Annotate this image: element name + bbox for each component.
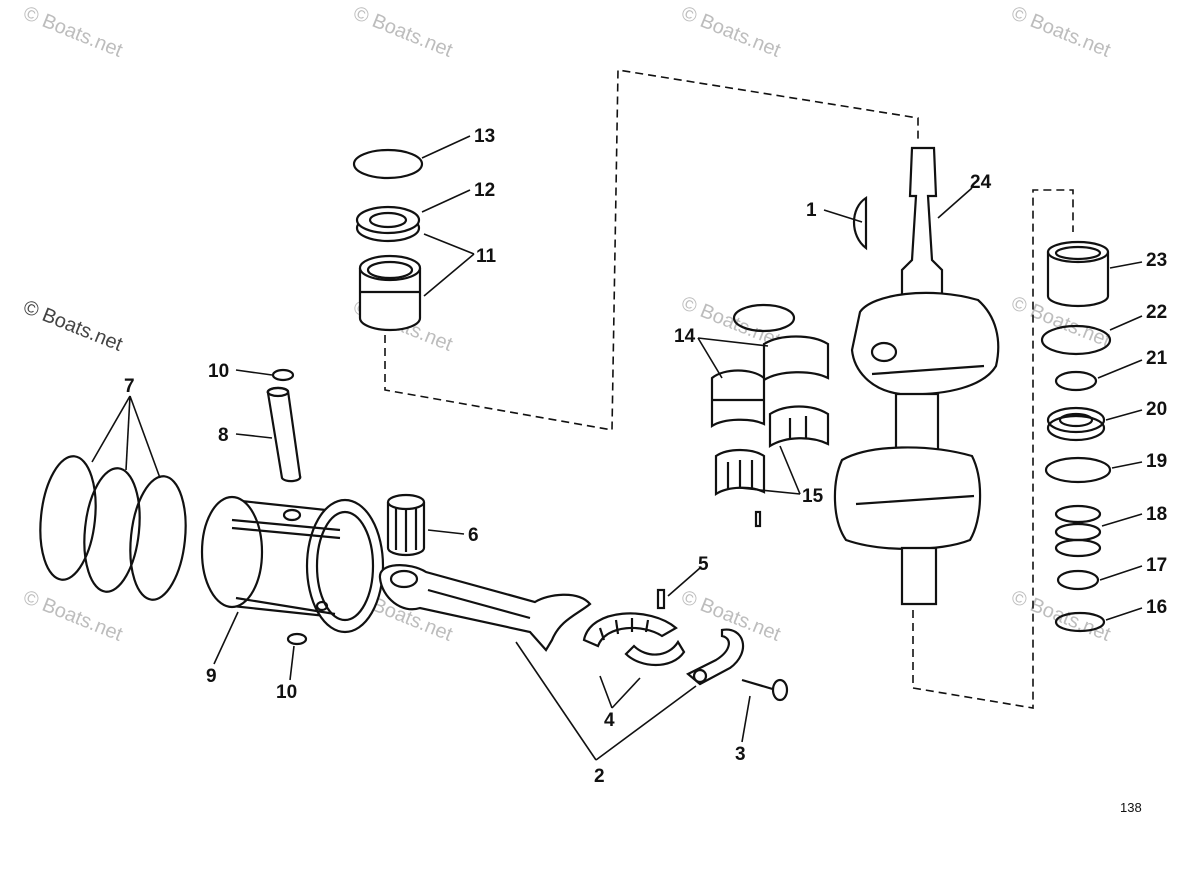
watermark: © Boats.net xyxy=(20,2,126,62)
part-16-retaining-ring xyxy=(1054,611,1106,633)
part-2-connecting-rod xyxy=(378,564,592,652)
callout-3: 3 xyxy=(735,744,746,765)
callout-24: 24 xyxy=(970,172,992,193)
callout-21: 21 xyxy=(1146,348,1168,369)
watermark: © Boats.net xyxy=(20,296,126,356)
callout-15: 15 xyxy=(802,486,824,507)
part-15-roller-bearing-lower xyxy=(714,405,830,528)
callout-9: 9 xyxy=(206,666,217,687)
leader-lines xyxy=(91,135,1143,761)
part-1-woodruff-key xyxy=(853,196,868,251)
part-2-rod-cap xyxy=(686,628,745,686)
callout-23: 23 xyxy=(1146,250,1167,271)
part-11-ball-bearing xyxy=(358,254,422,332)
page-number: 138 xyxy=(1120,800,1142,815)
part-14-roller-bearing-upper xyxy=(710,335,830,429)
watermark: © Boats.net xyxy=(678,2,784,62)
part-10-piston-pin-retainer xyxy=(271,368,295,382)
part-7-piston-rings xyxy=(39,455,187,601)
callout-8: 8 xyxy=(218,425,229,446)
callout-19: 19 xyxy=(1146,451,1167,472)
callout-22: 22 xyxy=(1146,302,1167,323)
part-14-bearing-retaining-ring xyxy=(732,303,796,333)
callout-14: 14 xyxy=(674,326,696,347)
part-17-washer xyxy=(1056,569,1100,591)
callout-16: 16 xyxy=(1146,597,1167,618)
callout-10-top: 10 xyxy=(208,361,229,382)
part-12-oil-seal xyxy=(355,205,421,243)
callout-13: 13 xyxy=(474,126,495,147)
part-9-piston xyxy=(200,495,385,634)
assembly-dashed-lines xyxy=(384,69,1074,709)
part-13-seal-ring xyxy=(352,148,424,180)
callout-7: 7 xyxy=(124,376,135,397)
part-8-piston-pin xyxy=(266,386,302,483)
callout-labels: 1 2 3 4 5 6 7 8 9 10 10 11 12 13 14 15 1… xyxy=(124,126,1168,787)
part-6-needle-bearing xyxy=(386,493,426,557)
part-4-bearing-cage xyxy=(582,612,686,666)
part-20-oil-seal xyxy=(1046,406,1106,442)
callout-20: 20 xyxy=(1146,399,1167,420)
part-22-o-ring xyxy=(1040,324,1112,356)
callout-12: 12 xyxy=(474,180,495,201)
part-3-rod-screw xyxy=(741,678,789,702)
part-5-dowel-pin xyxy=(656,588,666,610)
callout-6: 6 xyxy=(468,525,479,546)
part-21-retaining-ring xyxy=(1054,370,1098,392)
watermark: © Boats.net xyxy=(350,2,456,62)
part-18-spring xyxy=(1054,504,1102,558)
callout-2: 2 xyxy=(594,766,605,787)
callout-1: 1 xyxy=(806,200,817,221)
callout-18: 18 xyxy=(1146,504,1167,525)
part-10-piston-pin-retainer xyxy=(286,632,308,646)
watermark: © Boats.net xyxy=(20,586,126,646)
callout-4: 4 xyxy=(604,710,615,731)
callout-5: 5 xyxy=(698,554,709,575)
part-24-crankshaft xyxy=(833,146,1000,606)
callout-10-bottom: 10 xyxy=(276,682,297,703)
part-19-washer xyxy=(1044,456,1112,484)
callout-17: 17 xyxy=(1146,555,1167,576)
callout-11: 11 xyxy=(476,246,497,267)
watermark: © Boats.net xyxy=(1008,2,1114,62)
part-23-bearing xyxy=(1046,240,1110,308)
